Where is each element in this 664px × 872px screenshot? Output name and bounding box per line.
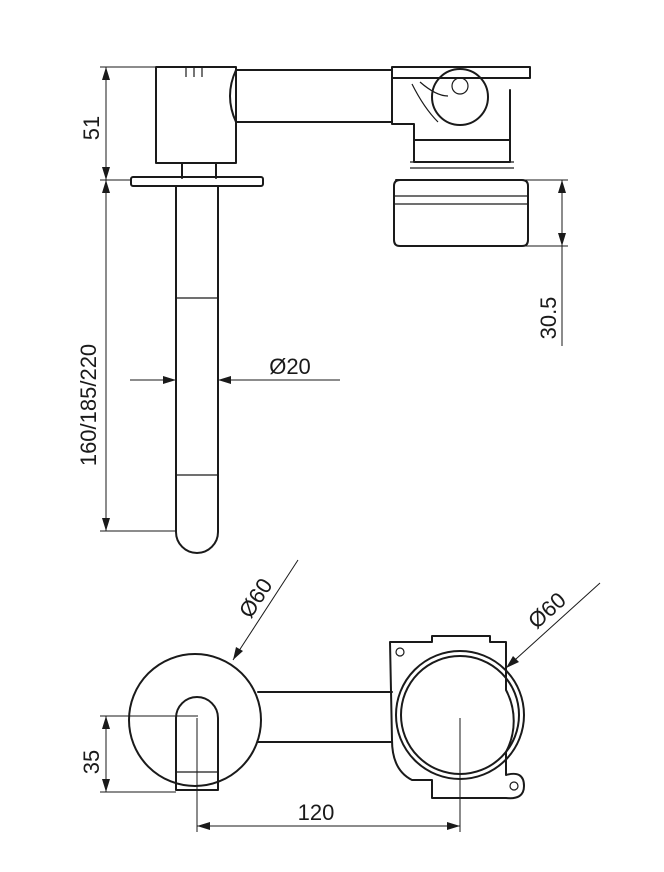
spout-joint [176,297,218,476]
connecting-rod [235,69,393,123]
rod-curve [229,69,237,123]
dim-60-right-leader [505,582,601,669]
dim-spout-arrow-top [102,180,110,193]
lower-body [393,179,529,247]
top-view: Ø60 Ø60 35 120 [79,559,601,832]
handle-knob-inner [451,77,469,95]
dim-51-label: 51 [79,116,104,140]
dim-120-arrow-left [197,822,210,830]
dim-30-5-arrow-bottom [558,233,566,246]
cartridge [413,139,511,163]
dim-35-arrow-top [102,716,110,729]
spout-top [175,696,219,791]
dim-spout-label: 160/185/220 [76,344,101,466]
dim-spout-arrow-bottom [102,518,110,531]
dim-120-label: 120 [298,800,335,825]
dim-60-left-arrow [233,647,243,660]
side-view: 51 160/185/220 Ø20 30.5 [76,66,568,554]
handle-top-plate [391,66,531,79]
dim-51-arrow-top [102,67,110,80]
handle-knob [431,68,489,126]
mixer-body [155,66,237,164]
wall-flange [130,176,264,187]
spout [175,185,219,554]
dim-30-5-label: 30.5 [536,297,561,340]
body-neck [181,162,217,179]
dim-60-left-leader [232,559,299,661]
dim-20-arrow-right [218,376,231,384]
dim-35-arrow-bottom [102,779,110,792]
dim-60-right-label: Ø60 [523,587,571,633]
dim-20-label: Ø20 [269,354,311,379]
handle-lever [411,81,449,123]
lower-body-band [394,195,528,205]
dim-120-arrow-right [447,822,460,830]
right-bracket [389,635,525,800]
bracket-hole-bottom [509,781,519,791]
dim-60-left-label: Ø60 [234,574,278,622]
dim-60-right-arrow [506,656,519,668]
dim-51-arrow-bottom [102,167,110,180]
bracket-hole-top [395,647,405,657]
dim-35-label: 35 [79,750,104,774]
body-notch [185,67,203,77]
handle-housing [391,77,511,141]
dim-30-5-arrow-top [558,180,566,193]
left-rosette [128,653,262,787]
cartridge-line [410,161,514,169]
top-rod [257,691,393,743]
dim-20-arrow-left [163,376,176,384]
